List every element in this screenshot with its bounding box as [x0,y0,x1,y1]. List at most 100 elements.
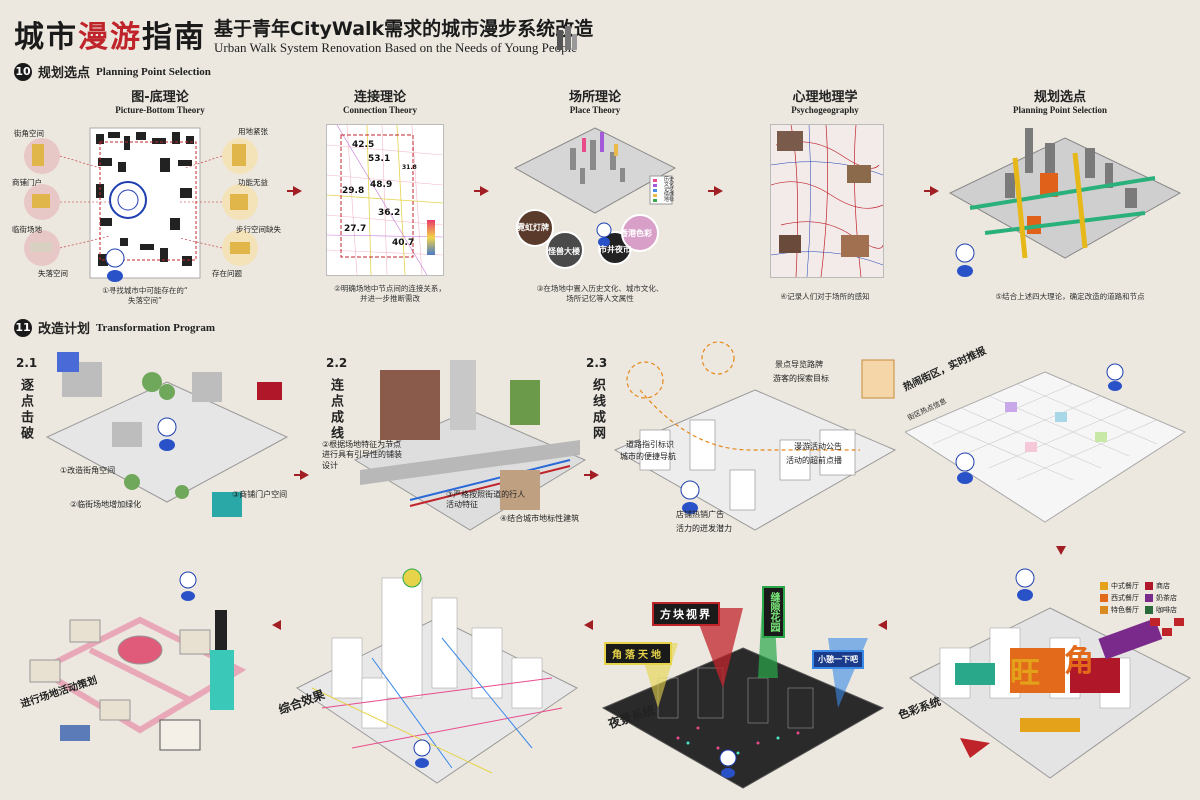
legend-swatch [1145,582,1153,590]
arrow-right-5 [294,470,309,480]
night-sign-square: 方块视界 [652,602,720,626]
section10-number: 10 [14,62,32,81]
col5-title-cn: 规划选点 [1033,90,1086,105]
color-sign-jiao: 角 [1064,644,1094,679]
step3-label-ads: 店铺热销广告 [676,510,724,519]
place-label-monster: 怪兽大楼 [548,247,580,256]
arrow-down [1056,546,1066,555]
legend-swatch [1100,594,1108,602]
place-label-neon: 霓虹灯牌 [517,223,549,232]
col3-title-en: Place Theory [569,105,621,115]
figure-ground-diagram [24,127,258,282]
arrow-left-1 [878,620,887,630]
color-legend: 中式餐厅商店 西式餐厅奶茶店 特色餐厅咖啡店 [1100,580,1177,616]
step3-label-vitality: 活力的迸发潜力 [676,524,732,533]
col5-title-en: Planning Point Selection [1012,105,1107,115]
legend-item-western: 西式餐厅 [1100,592,1139,604]
col1-title: 图-底理论 Picture-Bottom Theory [60,86,260,115]
col4-title: 心理地理学 Psychogeography [735,86,915,115]
conn-value: 42.5 [352,140,375,150]
legend-label: 商店 [1156,582,1170,590]
legend-item-coffee: 咖啡店 [1145,604,1177,616]
step1-title: 逐点击破 [18,378,33,442]
col1-caption: ①寻找城市中可能存在的“ 失落空间” [102,286,188,306]
night-sign-rest: 小憩一下吧 [812,650,864,669]
title-part3: 指南 [142,20,206,55]
section11-header: 11 改造计划 Transformation Program [14,318,215,337]
connection-values: 42.5 53.1 31.8 29.8 48.9 36.2 27.7 40.7 [326,124,442,274]
legend-swatch [1145,606,1153,614]
col3-title: 场所理论 Place Theory [505,86,685,115]
place-panel [510,118,680,278]
arrow-right-6 [584,470,599,480]
fg-label-walkway: 步行空间缺失 [236,225,281,234]
col1-title-cn: 图-底理论 [131,90,189,105]
place-legend-item: 情感 [664,192,675,198]
col2-title-en: Connection Theory [342,105,418,115]
arrow-right-3 [708,186,723,196]
psychogeography-map [770,124,884,278]
conn-value: 53.1 [368,154,391,164]
fg-label-function: 功能无益 [238,178,268,187]
section11-title-en: Transformation Program [96,321,216,334]
arrow-left-3 [272,620,281,630]
legend-label: 西式餐厅 [1111,594,1139,602]
step2-note-pedestrian: ③严格按照街道的行人活动特征 [446,490,526,510]
hot-district-diagram [903,352,1190,527]
col2-title: 连接理论 Connection Theory [290,86,470,115]
legend-swatch [1145,594,1153,602]
activity-plan-diagram [10,560,270,790]
place-label-night-market: 市井夜市 [599,245,631,254]
conn-value: 31.8 [402,164,417,171]
col5-caption: ⑤结合上述四大理论，确定改造的道路和节点 [995,292,1145,301]
col2-title-cn: 连接理论 [353,90,406,105]
legend-item-chinese: 中式餐厅 [1100,580,1139,592]
col3-caption: ③在场地中置入历史文化、城市文化、 场所记忆等人文属性 [536,284,664,304]
arrow-right-4 [924,186,939,196]
place-legend: 历史 文化 记忆 情感 地标 [664,178,674,203]
legend-item-shop: 商店 [1145,580,1170,592]
title-part2: 漫游 [78,20,142,55]
step2-diagram [350,340,590,540]
legend-swatch [1100,582,1108,590]
section11-number: 11 [14,318,32,337]
arrow-right-2 [474,186,489,196]
fg-label-shopfront: 商铺门户 [12,178,42,187]
step3-number: 2.3 [586,356,608,370]
section11-title: 改造计划 [38,322,91,337]
page-title: 城市漫游指南 [14,12,206,56]
place-legend-item: 文化 [664,182,675,188]
step1-number: 2.1 [16,356,38,370]
arrow-right-1 [287,186,302,196]
step3-label-preview: 活动的超前点播 [786,456,842,465]
legend-item-special: 特色餐厅 [1100,604,1139,616]
page-subtitle: 基于青年CityWalk需求的城市漫步系统改造 [214,18,594,40]
figure-ground-panel [10,118,280,288]
col4-title-en: Psychogeography [791,105,859,115]
place-label-hk-color: 香港色彩 [620,229,652,238]
night-sign-garden: 缝隙花园 [762,586,785,638]
arrow-left-2 [584,620,593,630]
col4-title-cn: 心理地理学 [792,90,858,105]
step3-label-signage: 道路指引标识 [626,440,674,449]
place-legend-item: 记忆 [664,187,675,193]
step1-note-green: ②临街场地增加绿化 [70,500,142,509]
step1-note-shop: ③商铺门户空间 [232,490,288,499]
place-iso-map [513,127,677,269]
conn-value: 29.8 [342,186,365,196]
step3-title: 织线成网 [590,378,605,442]
fg-label-problems: 存在问题 [212,269,242,278]
col2-caption: ②明确场地中节点间的连接关系， 并进一步推断需改 [334,284,446,304]
color-system-diagram [900,568,1195,793]
fg-label-street: 临街场地 [12,225,42,234]
step3-label-guide: 景点导览路牌 [775,360,823,369]
section10-title: 规划选点 [38,66,91,81]
legend-label: 特色餐厅 [1111,606,1139,614]
col3-title-cn: 场所理论 [568,90,621,105]
legend-swatch [1100,606,1108,614]
planning-selection-map [948,128,1182,277]
legend-label: 咖啡店 [1156,606,1177,614]
conn-value: 27.7 [344,224,367,234]
fg-label-lost-space: 失落空间 [38,269,68,278]
place-legend-item: 地标 [664,197,675,203]
